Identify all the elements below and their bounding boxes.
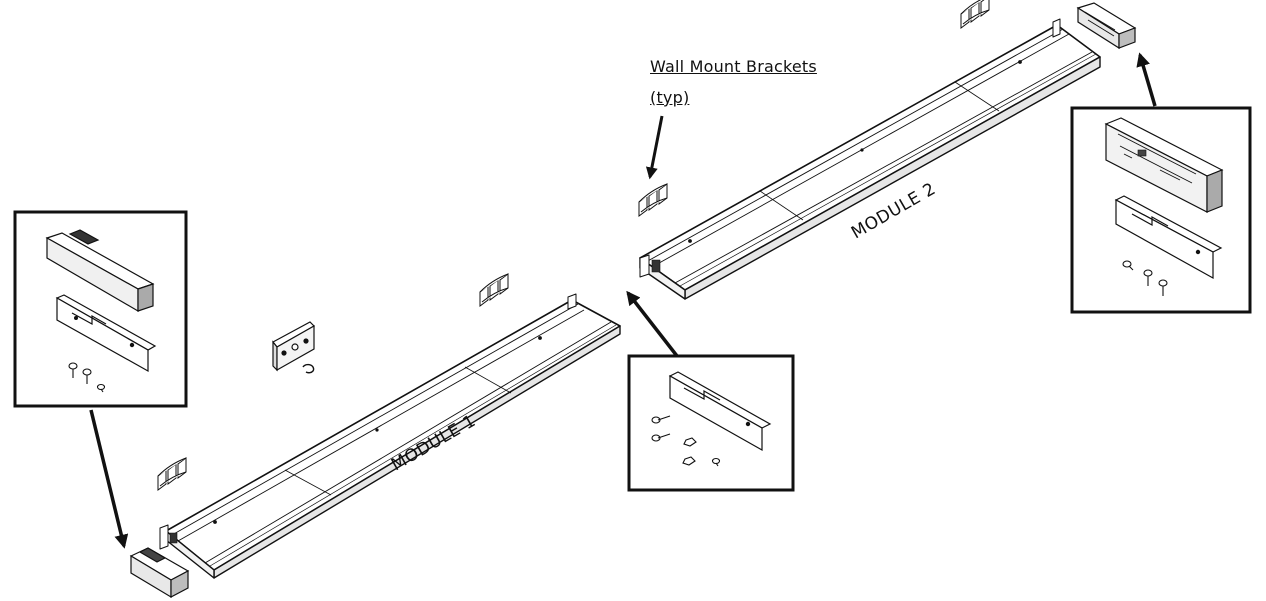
- module-2-end-cap: [1076, 2, 1137, 50]
- callout-arrow: [645, 115, 664, 180]
- detail-box-center: [627, 354, 795, 492]
- leader-arrow: [89, 409, 129, 549]
- clip-icon: [302, 363, 315, 374]
- wall-bracket-icon: [479, 273, 509, 307]
- detail-box-left: [13, 210, 188, 408]
- end-cap-detail: [45, 229, 155, 313]
- end-plate-detail: [55, 294, 157, 373]
- module-1-rail: [159, 293, 621, 579]
- joiner-plate-detail: [668, 371, 772, 452]
- screw-icon: [1122, 260, 1168, 296]
- end-cap-detail: [1104, 117, 1224, 213]
- end-plate-detail: [1114, 195, 1223, 280]
- screw-icon: [68, 362, 106, 393]
- detail-box-right: [1070, 106, 1252, 314]
- callout-label-line2: (typ): [650, 88, 690, 107]
- module-2-rail: [639, 18, 1101, 300]
- module-1-end-cap: [129, 547, 190, 599]
- leader-arrow: [626, 290, 679, 358]
- wall-bracket-icon: [960, 0, 990, 29]
- wall-bracket-icon: [638, 183, 668, 217]
- hardware-icon: [651, 415, 721, 467]
- callout-label-line1: Wall Mount Brackets: [650, 57, 817, 76]
- wall-bracket-icon: [157, 457, 187, 491]
- leader-arrow: [1136, 52, 1157, 107]
- mounting-plate: [272, 321, 315, 372]
